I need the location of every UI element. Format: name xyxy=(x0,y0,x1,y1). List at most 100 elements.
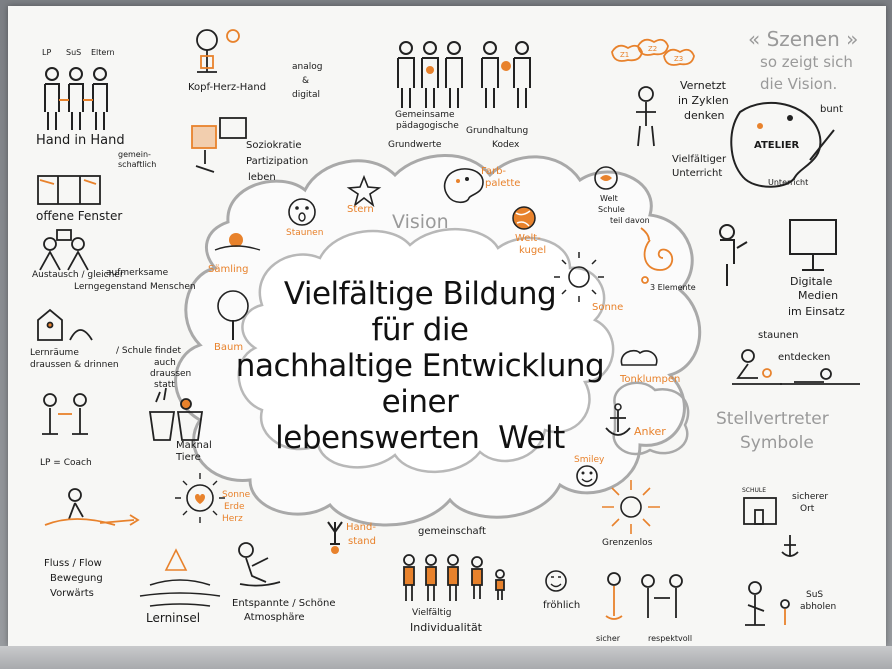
handstand-figure-icon xyxy=(327,521,343,554)
weltkugel-label-2: kugel xyxy=(519,245,547,256)
gemeinschaftlich-label-2: schaftlich xyxy=(118,160,157,169)
three-people-icon xyxy=(44,67,108,130)
gemeinsame-label-1: Gemeinsame xyxy=(395,110,455,120)
welt-schule-label-2: Schule xyxy=(598,205,625,214)
lernraeume-label-2: draussen & drinnen xyxy=(30,360,119,370)
atelier-palette-icon xyxy=(730,102,835,188)
welt-schule-label-1: Welt xyxy=(600,194,618,203)
gemeinschaft-label: gemeinschaft xyxy=(418,526,486,537)
sonne-erde-herz-label-2: Erde xyxy=(224,502,245,512)
austausch-label-1: Austausch / gleicher xyxy=(32,270,124,280)
weltkugel-label-1: Welt- xyxy=(515,233,541,244)
baum-label: Baum xyxy=(214,342,244,353)
anchor-icon xyxy=(605,403,631,436)
hand-in-hand-label: Hand in Hand xyxy=(36,133,125,148)
inner-cloud xyxy=(237,227,615,474)
handstand-label-1: Hand- xyxy=(346,522,376,533)
clay-lump-icon xyxy=(620,349,658,366)
marker-tray xyxy=(0,646,892,669)
stern-label: Stern xyxy=(347,204,374,215)
drei-elemente-label: 3 Elemente xyxy=(650,283,696,292)
world-school-icon xyxy=(594,166,618,190)
grundwerte-label: Grundwerte xyxy=(388,140,442,150)
szenen-heading: « Szenen » xyxy=(748,27,859,51)
gemeinschaftlich-label-1: gemein- xyxy=(118,150,151,159)
relaxed-person-icon xyxy=(238,542,281,587)
vielfaeltiger-label-2: Unterricht xyxy=(672,168,723,179)
vernetzt-label-1: Vernetzt xyxy=(680,79,726,92)
window-icon xyxy=(37,175,101,205)
handstand-label-2: stand xyxy=(348,536,376,547)
lerninsel-label: Lerninsel xyxy=(146,611,201,625)
soziokratie-label-2: Partizipation xyxy=(246,156,309,167)
digitale-label-3: im Einsatz xyxy=(788,305,845,318)
aufmerksame-label-1: aufmerksame xyxy=(106,268,169,278)
entspannte-label-1: Entspannte / Schöne xyxy=(232,598,336,609)
gemeinsame-label-2: pädagogische xyxy=(396,121,459,131)
sonne-label: Sonne xyxy=(592,302,624,313)
star-icon xyxy=(346,174,382,208)
community-people-icon xyxy=(403,554,505,601)
atelier-label: ATELIER xyxy=(754,140,800,151)
digitale-label-1: Digitale xyxy=(790,275,833,288)
farbpalette-label-2: palette xyxy=(485,178,521,189)
digital-screen-icon xyxy=(719,219,837,286)
schule-sign-label: SCHULE xyxy=(742,487,767,494)
welt-schule-label-3: teil davon xyxy=(610,216,650,225)
analog-label-2: & xyxy=(302,76,310,86)
sun-icon xyxy=(554,252,604,302)
schule-findet-label-1: / Schule findet xyxy=(116,346,182,356)
island-icon xyxy=(139,548,221,607)
entdecken-label: entdecken xyxy=(778,352,831,363)
entspannte-label-2: Atmosphäre xyxy=(244,612,305,623)
lp-coach-label: LP = Coach xyxy=(40,458,92,468)
sun-earth-heart-icon xyxy=(175,473,225,523)
thinking-person-icon xyxy=(611,38,695,147)
aufmerksame-label-2: Menschen xyxy=(150,282,196,292)
lernraeume-label-1: Lernräume xyxy=(30,348,79,358)
staunen-face-icon xyxy=(288,198,316,226)
happy-face-icon xyxy=(545,570,567,592)
palette-icon xyxy=(443,168,484,204)
school-building-icon xyxy=(743,497,799,557)
unterricht-palette-label: Unterricht xyxy=(768,178,809,187)
sus-label: SuS xyxy=(66,48,82,57)
farbpalette-label-1: Farb- xyxy=(481,166,507,177)
analog-label-1: analog xyxy=(292,62,323,72)
stellvertreter-label: Stellvertreter xyxy=(716,409,829,429)
vernetzt-label-3: denken xyxy=(684,109,725,122)
kodex-label: Kodex xyxy=(492,140,520,150)
smiley-label: Smiley xyxy=(574,455,605,465)
kopf-herz-hand-label: Kopf-Herz-Hand xyxy=(188,82,267,93)
globe-icon xyxy=(512,206,536,230)
tonklumpen-label: Tonklumpen xyxy=(620,374,681,385)
offene-fenster-label: offene Fenster xyxy=(36,209,123,223)
lp-label: LP xyxy=(42,48,52,57)
szenen-sub-1: so zeigt sich xyxy=(760,53,853,71)
fluss-label-1: Fluss / Flow xyxy=(44,558,102,569)
saemling-label: Sämling xyxy=(208,264,249,275)
flow-surfer-icon xyxy=(44,488,140,526)
tree-icon xyxy=(217,290,249,340)
zyklus-3-label: Z3 xyxy=(674,55,684,63)
staunen-label: Staunen xyxy=(286,228,324,238)
exchange-people-icon xyxy=(39,229,89,271)
anker-bump xyxy=(612,381,690,456)
flame-spiral-icon xyxy=(640,227,674,284)
vielfaeltig-label: Vielfältig xyxy=(412,608,452,618)
zyklus-2-label: Z2 xyxy=(648,45,658,53)
zyklus-1-label: Z1 xyxy=(620,51,630,59)
symbole-label: Symbole xyxy=(740,433,814,453)
head-heart-hand-icon xyxy=(196,29,240,73)
schule-findet-label-3: draussen xyxy=(150,369,192,379)
bunt-label: bunt xyxy=(820,104,843,115)
sicherer-ort-label-1: sicherer xyxy=(792,492,829,502)
digitale-label-2: Medien xyxy=(798,289,839,302)
froehlich-label: fröhlich xyxy=(543,600,581,611)
sicherer-ort-label-2: Ort xyxy=(800,504,815,514)
schule-findet-label-2: auch xyxy=(154,358,176,368)
school-house-icon xyxy=(37,308,93,341)
group-grundhaltung-icon xyxy=(397,41,531,108)
respektvoll-label: respektvoll xyxy=(648,634,693,643)
